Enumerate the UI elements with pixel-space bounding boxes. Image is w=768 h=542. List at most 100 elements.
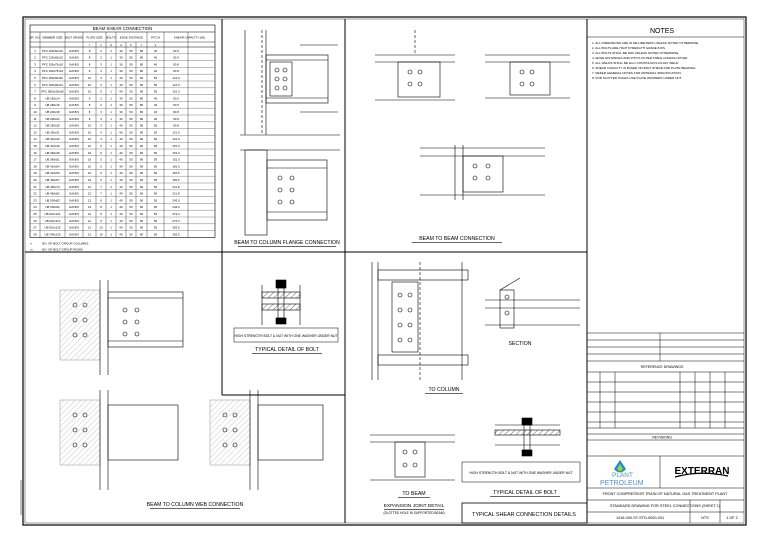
- table-cell: 50: [129, 130, 133, 134]
- table-cell: UB 700x130: [45, 232, 61, 236]
- beam-beam-title-underline: [412, 242, 502, 243]
- expansion-to-beam: [370, 434, 455, 481]
- table-cell: 90: [140, 205, 144, 209]
- table-cell: 3: [100, 69, 102, 73]
- web-connection-bottom-right: [209, 390, 324, 490]
- table-cell: 90: [140, 226, 144, 230]
- table-subheader-cell: b: [130, 43, 132, 47]
- table-cell: Gr8.8/S: [69, 130, 79, 134]
- table-cell: PFC 380x100x50: [41, 90, 64, 94]
- title-block-grid: [587, 332, 744, 523]
- table-title: BEAM SHEAR CONNECTION: [93, 26, 153, 31]
- table-cell: UB 410x60: [45, 171, 60, 175]
- table-cell: 90.8: [173, 117, 179, 121]
- table-legend-key: n: [30, 241, 32, 245]
- bolt-detail-title-underline: [252, 353, 322, 354]
- table-cell: 5: [100, 151, 102, 155]
- web-title-underline: [150, 508, 240, 509]
- table-cell: Gr8.8/S: [69, 158, 79, 162]
- table-subheader-cell: a: [120, 43, 122, 47]
- table-cell: 40: [154, 103, 158, 107]
- table-cell: 1: [110, 198, 112, 202]
- table-cell: 50: [129, 205, 133, 209]
- table-cell: UB 360x45: [45, 151, 60, 155]
- table-cell: 1: [110, 226, 112, 230]
- expansion-title: EXPANSION JOINT DETAIL: [384, 503, 445, 509]
- drawing-title: STANDARD DRAWING FOR STEEL CONNECTIONS (…: [610, 504, 721, 508]
- table-cell: 13: [33, 130, 37, 134]
- table-cell: 50: [129, 62, 133, 66]
- table-cell: 90: [140, 192, 144, 196]
- table-cell: 40: [119, 232, 123, 236]
- table-cell: 1: [110, 83, 112, 87]
- table-cell: 50: [129, 110, 133, 114]
- table-cell: 12: [88, 185, 92, 189]
- table-cell: 6: [34, 83, 36, 87]
- table-cell: 40: [119, 212, 123, 216]
- table-cell: Gr8.8/S: [69, 49, 79, 53]
- table-cell: UB 460x67: [45, 178, 60, 182]
- table-cell: 8: [34, 96, 36, 100]
- table-cell: 60.5: [173, 96, 179, 100]
- table-cell: UB 610x101: [45, 212, 61, 216]
- table-cell: Gr8.8/S: [69, 232, 79, 236]
- table-cell: 50: [129, 158, 133, 162]
- table-cell: 90.8: [173, 124, 179, 128]
- table-cell: 1: [110, 171, 112, 175]
- table-cell: 5: [100, 144, 102, 148]
- table-cell: 50: [129, 151, 133, 155]
- table-cell: 1: [110, 178, 112, 182]
- table-cell: 22: [33, 192, 37, 196]
- table-cell: 27: [33, 226, 37, 230]
- table-cell: 80: [140, 69, 144, 73]
- bolt-detail-drawing: [261, 279, 301, 325]
- table-cell: 4: [100, 83, 102, 87]
- table-cell: 50: [129, 232, 133, 236]
- table-cell: 80: [140, 117, 144, 121]
- sheet-title-box: [461, 502, 588, 524]
- table-cell: 12: [88, 192, 92, 196]
- table-cell: 10: [88, 137, 92, 141]
- table-cell: 90: [140, 137, 144, 141]
- table-cell: 90: [140, 144, 144, 148]
- contractor-logo: EXTERRAN: [674, 466, 730, 478]
- table-cell: PFC 150x75x18: [42, 62, 63, 66]
- table-cell: 181.5: [172, 171, 180, 175]
- table-cell: 2: [100, 96, 102, 100]
- table-cell: 40: [154, 56, 158, 60]
- table-cell: 40: [154, 96, 158, 100]
- table-cell: Gr8.8/S: [69, 62, 79, 66]
- table-cell: 50: [129, 56, 133, 60]
- table-cell: 50: [129, 96, 133, 100]
- table-cell: UB 180x16: [45, 103, 60, 107]
- table-cell: 1: [110, 49, 112, 53]
- table-cell: 50: [129, 49, 133, 53]
- table-cell: 90: [140, 198, 144, 202]
- table-cell: 121.0: [172, 137, 180, 141]
- table-cell: 1: [110, 232, 112, 236]
- table-cell: Gr8.8/S: [69, 117, 79, 121]
- table-cell: UB 310x40: [45, 144, 60, 148]
- note-item: 1. ALL DIMENSIONS ARE IN MILLIMETERS UNL…: [592, 41, 699, 45]
- table-cell: 40: [154, 110, 158, 114]
- table-cell: 8: [89, 62, 91, 66]
- table-header-cell: PITCH: [151, 36, 160, 40]
- table-cell: 3: [100, 117, 102, 121]
- table-cell: 40: [119, 198, 123, 202]
- table-cell: 50: [129, 178, 133, 182]
- table-cell: 1: [110, 219, 112, 223]
- table-cell: 50: [154, 192, 158, 196]
- beam-beam-detail-right: [485, 54, 570, 99]
- table-cell: 181.5: [172, 178, 180, 182]
- table-cell: 50: [129, 219, 133, 223]
- table-cell: 1: [34, 49, 36, 53]
- contractor-name: EXTERRAN: [674, 466, 729, 477]
